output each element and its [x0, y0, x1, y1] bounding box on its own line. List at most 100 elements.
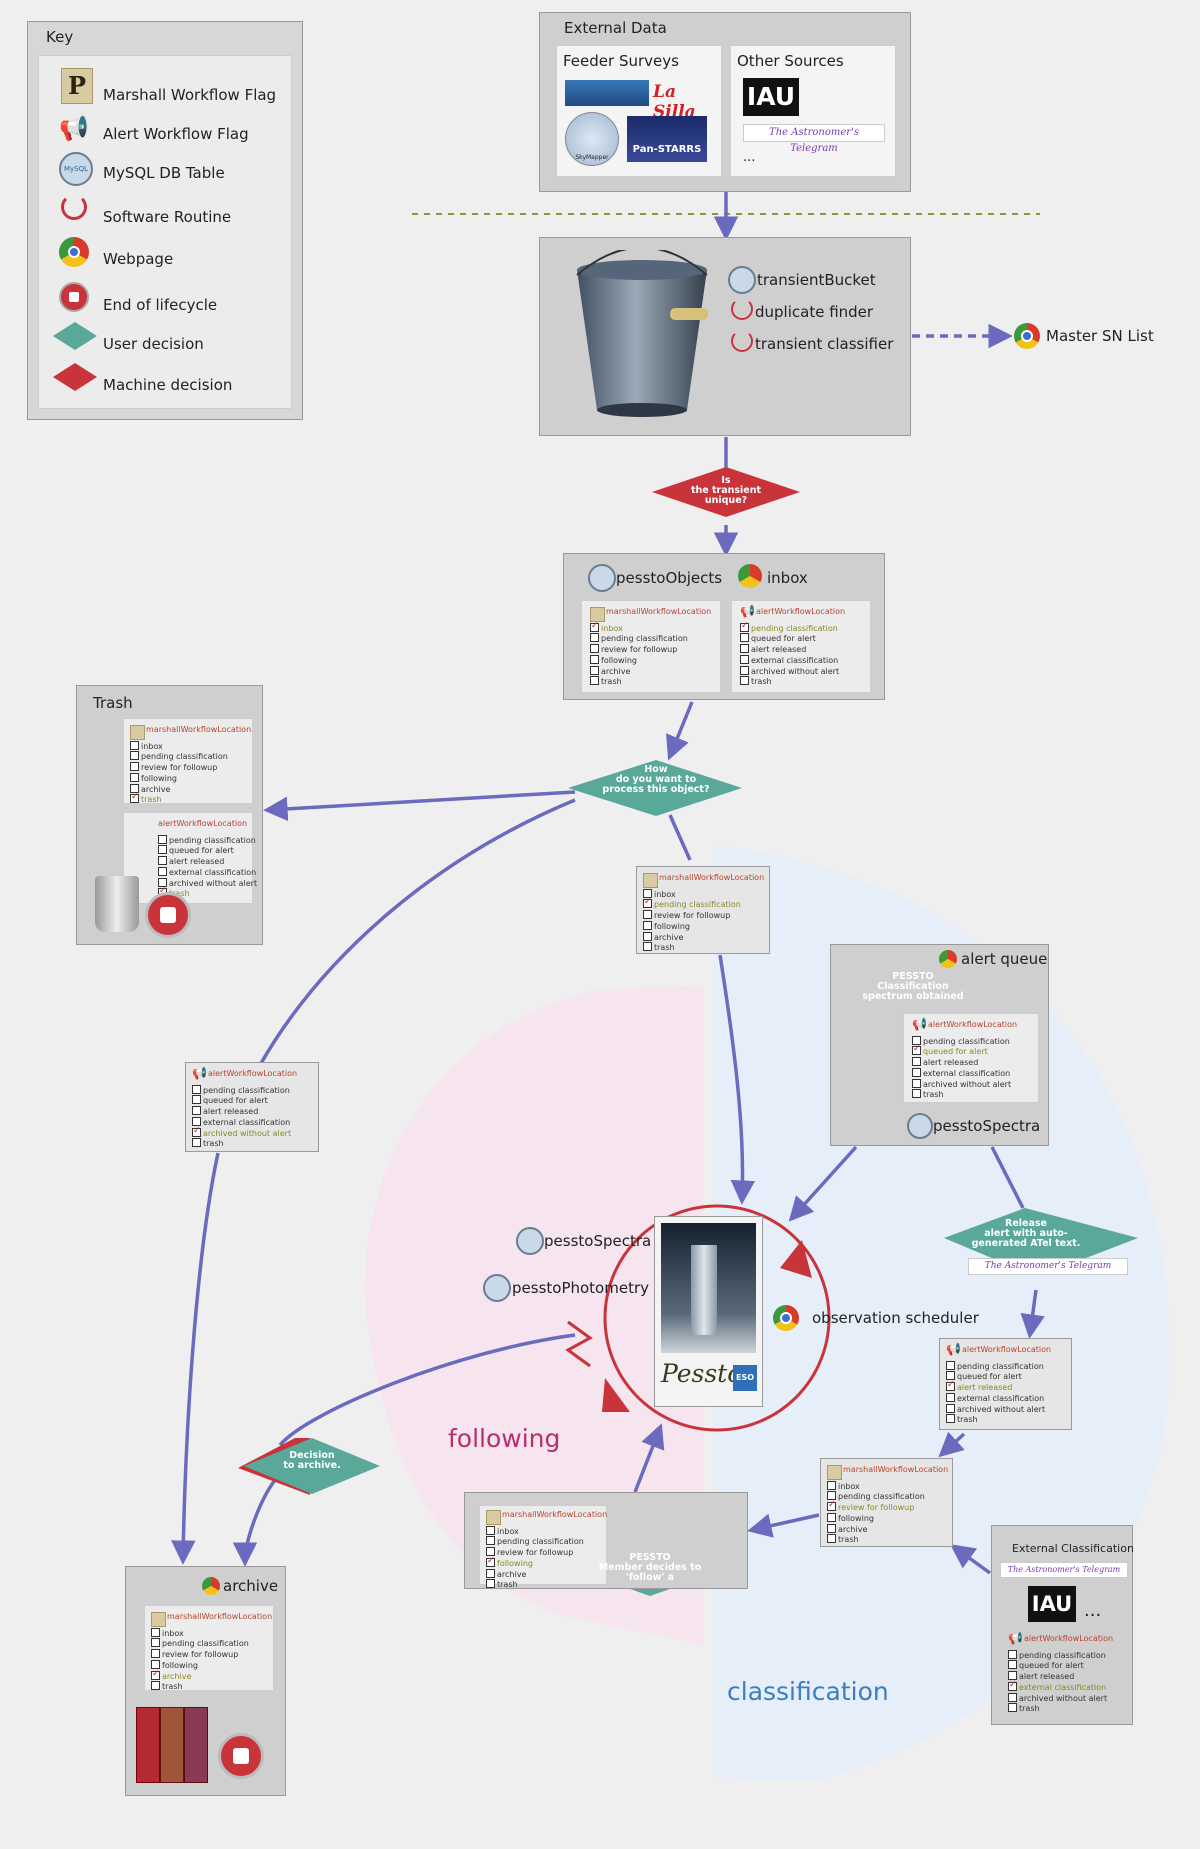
center-spectra-db-icon	[516, 1227, 544, 1255]
end-of-lifecycle-icon	[59, 282, 89, 312]
release-atel-logo: The Astronomer's Telegram	[968, 1258, 1128, 1275]
key-title: Key	[46, 28, 74, 46]
software-routine-icon	[61, 194, 87, 220]
trash-panel: Trash marshallWorkflowLocation inbox pen…	[76, 685, 263, 945]
eso-logo: ESO	[733, 1365, 757, 1391]
feeder-surveys-panel: Feeder Surveys La Silla SkyMapper Pan-ST…	[556, 45, 722, 177]
key-label-marshall: Marshall Workflow Flag	[103, 86, 277, 104]
duplicate-finder-routine-icon	[731, 298, 753, 320]
following-panel: marshallWorkflowLocation inbox pending c…	[464, 1492, 748, 1589]
inbox-marshall-card: marshallWorkflowLocation inbox pending c…	[581, 600, 721, 693]
feeder-surveys-title: Feeder Surveys	[563, 52, 679, 70]
key-label-routine: Software Routine	[103, 208, 232, 226]
observation-cycle	[603, 1204, 831, 1432]
scheduler-webpage-icon[interactable]	[773, 1305, 799, 1331]
alert-queue-label[interactable]: alert queue	[961, 950, 1048, 968]
trash-alert-card: alertWorkflowLocation pending classifica…	[123, 812, 257, 904]
trash-bin-icon	[95, 876, 139, 932]
inbox-page-label[interactable]: inbox	[767, 569, 808, 587]
duplicate-finder-label: duplicate finder	[755, 303, 874, 321]
external-data-panel: External Data Feeder Surveys La Silla Sk…	[539, 12, 911, 192]
panstarrs-logo: Pan-STARRS	[627, 116, 707, 162]
master-list-webpage-icon[interactable]	[1014, 323, 1040, 349]
key-label-machine-decision: Machine decision	[103, 376, 233, 394]
user-decision-diamond	[53, 322, 97, 350]
trash-marshall-card: marshallWorkflowLocation inbox pending c…	[123, 718, 253, 804]
archive-label[interactable]: archive	[223, 1577, 279, 1595]
following-region	[364, 985, 704, 1645]
archive-end-icon	[218, 1733, 264, 1779]
alert-released-card: 📢 alertWorkflowLocation pending classifi…	[939, 1338, 1072, 1430]
mysql-db-icon: MySQL	[59, 152, 93, 186]
pending-classification-card: marshallWorkflowLocation inbox pending c…	[636, 866, 770, 954]
catalina-logo	[565, 80, 649, 106]
ext-class-iau-logo: IAU	[1028, 1586, 1076, 1622]
other-sources-panel: Other Sources IAU The Astronomer's Teleg…	[730, 45, 896, 177]
iau-logo: IAU	[743, 78, 799, 116]
external-classification-panel: External Classification The Astronomer's…	[991, 1525, 1134, 1725]
alert-queue-card: 📢 alertWorkflowLocation pending classifi…	[903, 1013, 1039, 1103]
review-followup-card: marshallWorkflowLocation inbox pending c…	[820, 1458, 953, 1547]
center-spectra-label: pesstoSpectra	[544, 1232, 652, 1250]
pessto-objects-label: pesstoObjects	[616, 569, 723, 587]
following-card: marshallWorkflowLocation inbox pending c…	[479, 1505, 607, 1589]
key-label-user-decision: User decision	[103, 335, 204, 353]
master-sn-list-label[interactable]: Master SN List	[1046, 327, 1154, 345]
ext-class-card: 📢 alertWorkflowLocation pending classifi…	[1008, 1632, 1113, 1714]
inbox-webpage-icon[interactable]	[738, 564, 762, 588]
observation-scheduler-label[interactable]: observation scheduler	[812, 1309, 979, 1327]
archive-panel: archive marshallWorkflowLocation inbox p…	[125, 1566, 286, 1796]
key-label-mysql: MySQL DB Table	[103, 164, 225, 182]
release-decision-diamond	[944, 1208, 1138, 1272]
following-region-label: following	[448, 1424, 561, 1453]
archive-decision-diamond	[244, 1438, 380, 1494]
trash-end-icon	[145, 892, 191, 938]
inbox-alert-card: 📢 alertWorkflowLocation pending classifi…	[731, 600, 871, 693]
bucket-table-label: transientBucket	[757, 271, 876, 289]
archive-webpage-icon[interactable]	[202, 1577, 220, 1595]
machine-decision-diamond	[53, 363, 97, 391]
process-decision-diamond	[568, 760, 742, 816]
other-sources-title: Other Sources	[737, 52, 844, 70]
transient-bucket-panel: transientBucket duplicate finder transie…	[539, 237, 911, 436]
marshall-flag-icon: P	[61, 68, 93, 104]
archive-binders-icon	[136, 1707, 212, 1783]
inbox-panel: pesstoObjects inbox marshallWorkflowLoca…	[563, 553, 885, 700]
trash-title: Trash	[93, 694, 133, 712]
key-label-end: End of lifecycle	[103, 296, 218, 314]
classification-region-label: classification	[727, 1677, 889, 1706]
external-data-title: External Data	[564, 19, 667, 37]
scheduler-image: Pessto ESO	[654, 1216, 763, 1407]
ext-class-title: External Classification	[1012, 1542, 1134, 1555]
webpage-icon	[59, 237, 89, 267]
ext-class-atel-logo: The Astronomer's Telegram	[1000, 1562, 1128, 1578]
key-panel: Key P Marshall Workflow Flag 📢 Alert Wor…	[27, 21, 303, 420]
alert-queue-webpage-icon[interactable]	[939, 950, 957, 968]
bucket-db-icon	[728, 266, 756, 294]
pessto-objects-db-icon	[588, 564, 616, 592]
ext-class-more: ...	[1084, 1600, 1102, 1621]
pessto-logo-text: Pessto	[661, 1359, 743, 1388]
key-label-alert: Alert Workflow Flag	[103, 125, 249, 143]
archive-card: marshallWorkflowLocation inbox pending c…	[144, 1605, 274, 1691]
center-photometry-label: pesstoPhotometry	[512, 1279, 649, 1297]
transient-classifier-label: transient classifier	[755, 335, 894, 353]
center-photometry-db-icon	[483, 1274, 511, 1302]
alert-megaphone-icon: 📢	[59, 114, 89, 142]
archived-without-alert-card: 📢 alertWorkflowLocation pending classifi…	[185, 1062, 319, 1152]
unique-decision-diamond	[652, 467, 800, 517]
atel-logo: The Astronomer's Telegram	[743, 124, 885, 154]
skymapper-logo: SkyMapper	[565, 112, 619, 166]
classifier-routine-icon	[731, 330, 753, 352]
bucket-image	[576, 250, 708, 417]
other-more: ...	[743, 150, 756, 165]
alert-queue-spectra-label: pesstoSpectra	[933, 1117, 1041, 1135]
alert-queue-db-icon	[907, 1113, 933, 1139]
alert-queue-panel: alert queue 📢 alertWorkflowLocation pend…	[830, 944, 1049, 1146]
key-label-webpage: Webpage	[103, 250, 174, 268]
